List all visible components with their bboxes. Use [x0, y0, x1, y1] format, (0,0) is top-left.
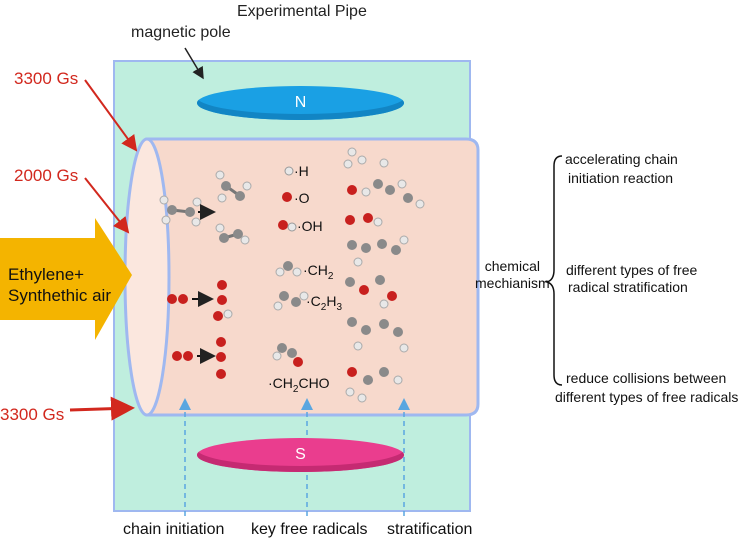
mechanism-item-1-line1: accelerating chain	[565, 151, 678, 167]
mechanism-item-3-line2: different types of free radicals	[555, 389, 739, 405]
radical-ch2-label: ·CH2	[303, 262, 334, 282]
oxygen-molecule-1	[167, 294, 188, 304]
mechanism-item-3-line1: reduce collisions between	[566, 370, 727, 386]
inlet-label-line1: Ethylene+	[8, 265, 85, 284]
inlet-arrow	[0, 218, 132, 340]
vinyl-radical-molecule	[215, 170, 252, 203]
h-radical-atom	[284, 166, 294, 176]
radical-c2h3-label: ·C2H3	[306, 293, 343, 313]
mechanism-label-line2: mechianism	[475, 275, 550, 291]
ch2cho-radical-atom	[272, 343, 303, 367]
mechanism-label-line1: chemical	[484, 258, 540, 274]
pipe-body	[145, 137, 480, 417]
stratified-radicals-cluster	[343, 147, 425, 403]
radical-oh-label: ·OH	[297, 218, 323, 234]
mechanism-item-2-line1: different types of free	[566, 262, 698, 278]
stage-label-chain-initiation: chain initiation	[123, 521, 225, 538]
oh-radical-atom	[278, 220, 297, 232]
o-radical-atom	[282, 192, 292, 202]
south-magnet: S	[197, 438, 404, 472]
gauss-pointer-2	[84, 177, 130, 234]
diagram-title: Experimental Pipe	[237, 3, 367, 20]
mechanism-label: chemical mechianism	[475, 258, 550, 292]
stage-label-stratification: stratification	[387, 521, 473, 538]
mechanism-brace	[544, 155, 563, 386]
ch2-radical-atom	[275, 261, 302, 277]
field-strength-bottom: 3300 Gs	[0, 405, 65, 424]
gauss-pointer-1	[84, 79, 138, 152]
oxygen-atoms-2	[216, 337, 226, 379]
radical-o-label: ·O	[294, 190, 310, 206]
radical-ch2cho-label: ·CH2CHO	[268, 375, 330, 395]
gauss-pointer-3	[69, 396, 135, 421]
field-strength-middle: 2000 Gs	[14, 166, 79, 185]
mechanism-item-1-line2: initiation reaction	[568, 170, 674, 186]
pipe-opening	[123, 137, 171, 417]
ethylene-molecule	[159, 195, 202, 227]
field-strength-top: 3300 Gs	[14, 69, 79, 88]
north-magnet: N	[197, 86, 404, 120]
stage-label-key-free-radicals: key free radicals	[251, 521, 368, 538]
inlet-label-line2: Synthethic air	[8, 286, 111, 305]
mechanism-item-2-line2: radical stratification	[568, 279, 688, 295]
oxygen-molecule-2	[172, 351, 193, 361]
radical-h-label: ·H	[294, 163, 309, 179]
oxygen-atoms-1	[213, 280, 233, 321]
magnetic-pole-pointer	[184, 47, 204, 80]
magnetic-pole-label: magnetic pole	[131, 24, 231, 41]
c2h3-radical-atom	[273, 291, 309, 311]
methylene-molecule	[215, 223, 250, 245]
